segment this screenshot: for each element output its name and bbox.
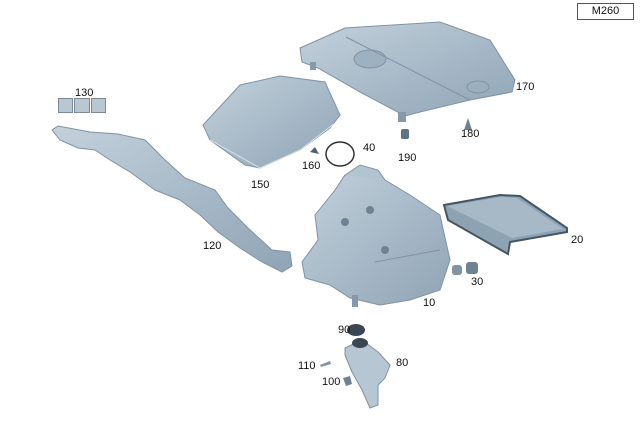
part-120-intake-duct[interactable] — [51, 125, 293, 273]
callout-190: 190 — [398, 152, 417, 164]
callout-150: 150 — [251, 179, 270, 191]
part-180-grommet[interactable] — [464, 118, 472, 130]
part-80-bracket[interactable] — [344, 338, 391, 409]
callout-80: 80 — [396, 357, 409, 369]
callout-110: 110 — [298, 360, 316, 372]
callout-170: 170 — [516, 81, 535, 93]
part-90-rubber-mount[interactable] — [347, 324, 365, 336]
callout-20: 20 — [571, 234, 584, 246]
callout-90: 90 — [338, 324, 351, 336]
part-170-engine-cover[interactable] — [299, 21, 516, 122]
part-10-air-filter-housing[interactable] — [301, 164, 451, 307]
part-110-bolt[interactable] — [320, 361, 331, 367]
callout-10: 10 — [423, 297, 436, 309]
hand-hazard-icon — [90, 98, 106, 113]
callout-120: 120 — [203, 240, 222, 252]
part-30-connector[interactable] — [452, 262, 478, 275]
warning-label-icons — [58, 98, 106, 113]
callout-40: 40 — [363, 142, 376, 154]
callout-160: 160 — [302, 160, 321, 172]
model-code-badge: M260 — [577, 3, 634, 20]
fan-hazard-icon — [74, 98, 90, 113]
part-190-grommet[interactable] — [401, 129, 409, 139]
part-20-filter-element[interactable] — [442, 193, 568, 256]
callout-180: 180 — [461, 128, 480, 140]
callout-100: 100 — [322, 376, 341, 388]
callout-130: 130 — [75, 87, 94, 99]
warning-triangle-icon — [58, 98, 74, 113]
part-40-o-ring[interactable] — [325, 141, 355, 167]
part-150-housing-cover[interactable] — [202, 75, 341, 169]
callout-30: 30 — [471, 276, 484, 288]
part-160-clip[interactable] — [310, 147, 319, 154]
part-100-screw[interactable] — [343, 376, 352, 386]
